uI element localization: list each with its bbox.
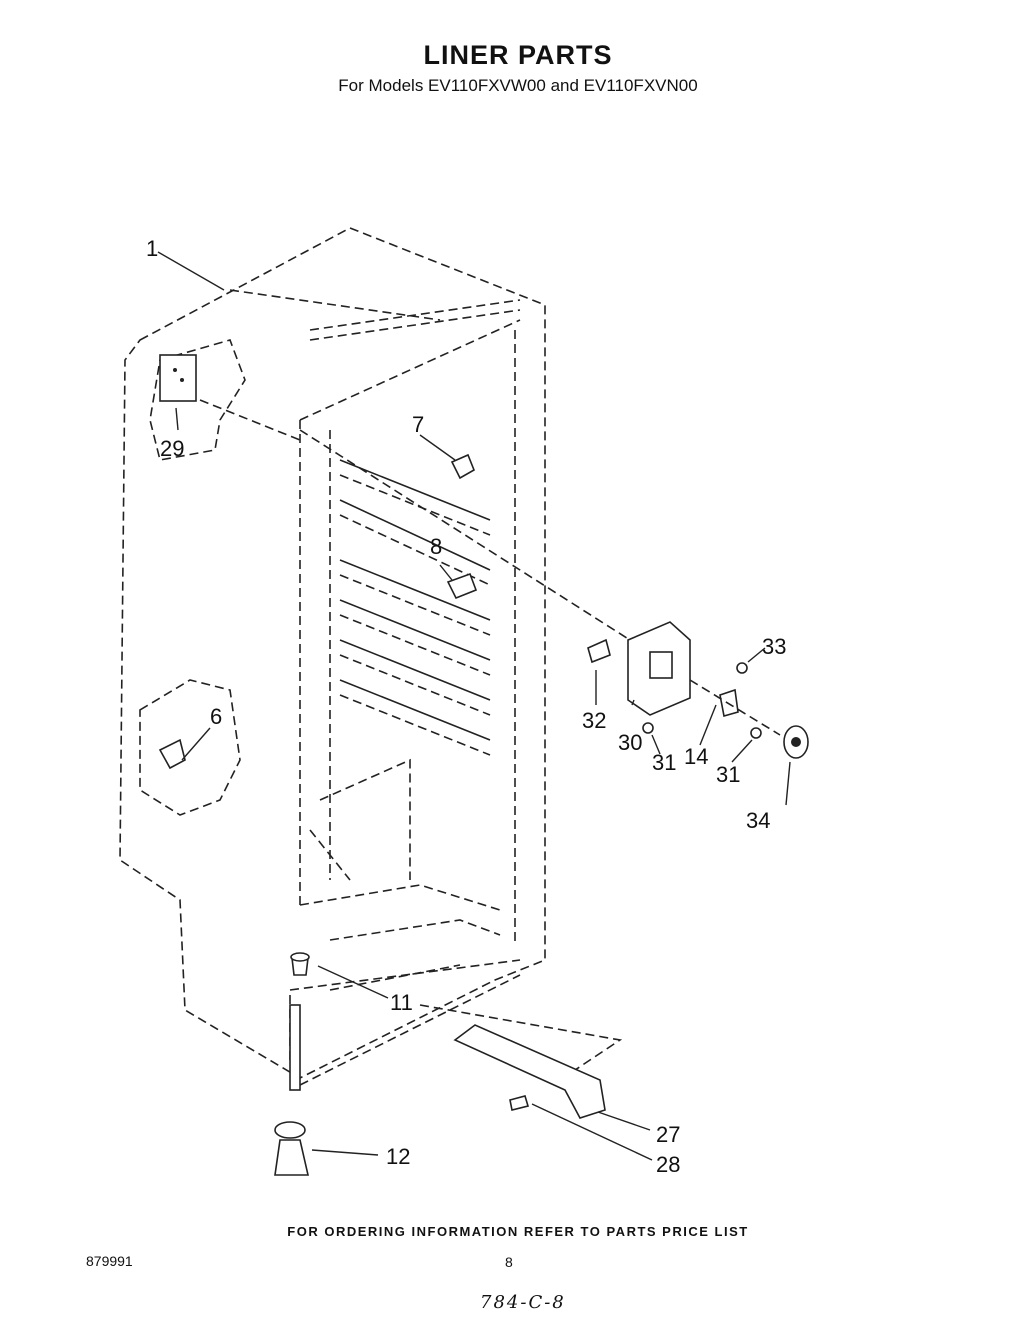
page-subtitle: For Models EV110FXVW00 and EV110FXVN00 (338, 76, 698, 95)
callout-7: 7 (412, 412, 424, 437)
ordering-note: FOR ORDERING INFORMATION REFER TO PARTS … (287, 1224, 749, 1239)
callout-30: 30 (618, 730, 642, 755)
callout-33: 33 (762, 634, 786, 659)
callout-14: 14 (684, 744, 708, 769)
liner-shelf-ribs (309, 299, 521, 756)
callout-1: 1 (146, 236, 158, 261)
part-8-bracket (446, 572, 478, 600)
callout-31a: 31 (652, 750, 676, 775)
page-number: 8 (505, 1254, 513, 1270)
handwritten-note: 784-C-8 (480, 1292, 566, 1313)
callout-29: 29 (160, 436, 184, 461)
callout-8: 8 (430, 534, 442, 559)
callout-6: 6 (210, 704, 222, 729)
callout-32: 32 (582, 708, 606, 733)
part-29-panel (149, 339, 246, 461)
callout-11: 11 (390, 990, 413, 1015)
page-title: LINER PARTS (423, 40, 613, 70)
callout-27: 27 (656, 1122, 680, 1147)
drain-and-foot-parts (274, 952, 606, 1176)
part-6-area (139, 679, 241, 816)
callout-12: 12 (386, 1144, 410, 1169)
document-number: 879991 (86, 1253, 133, 1269)
lower-compartment (309, 758, 623, 1081)
leader-lines (157, 251, 791, 1161)
part-7-bracket (450, 453, 476, 480)
callout-34: 34 (746, 808, 770, 833)
control-housing (299, 429, 809, 759)
callout-31b: 31 (716, 762, 740, 787)
callout-28: 28 (656, 1152, 680, 1177)
